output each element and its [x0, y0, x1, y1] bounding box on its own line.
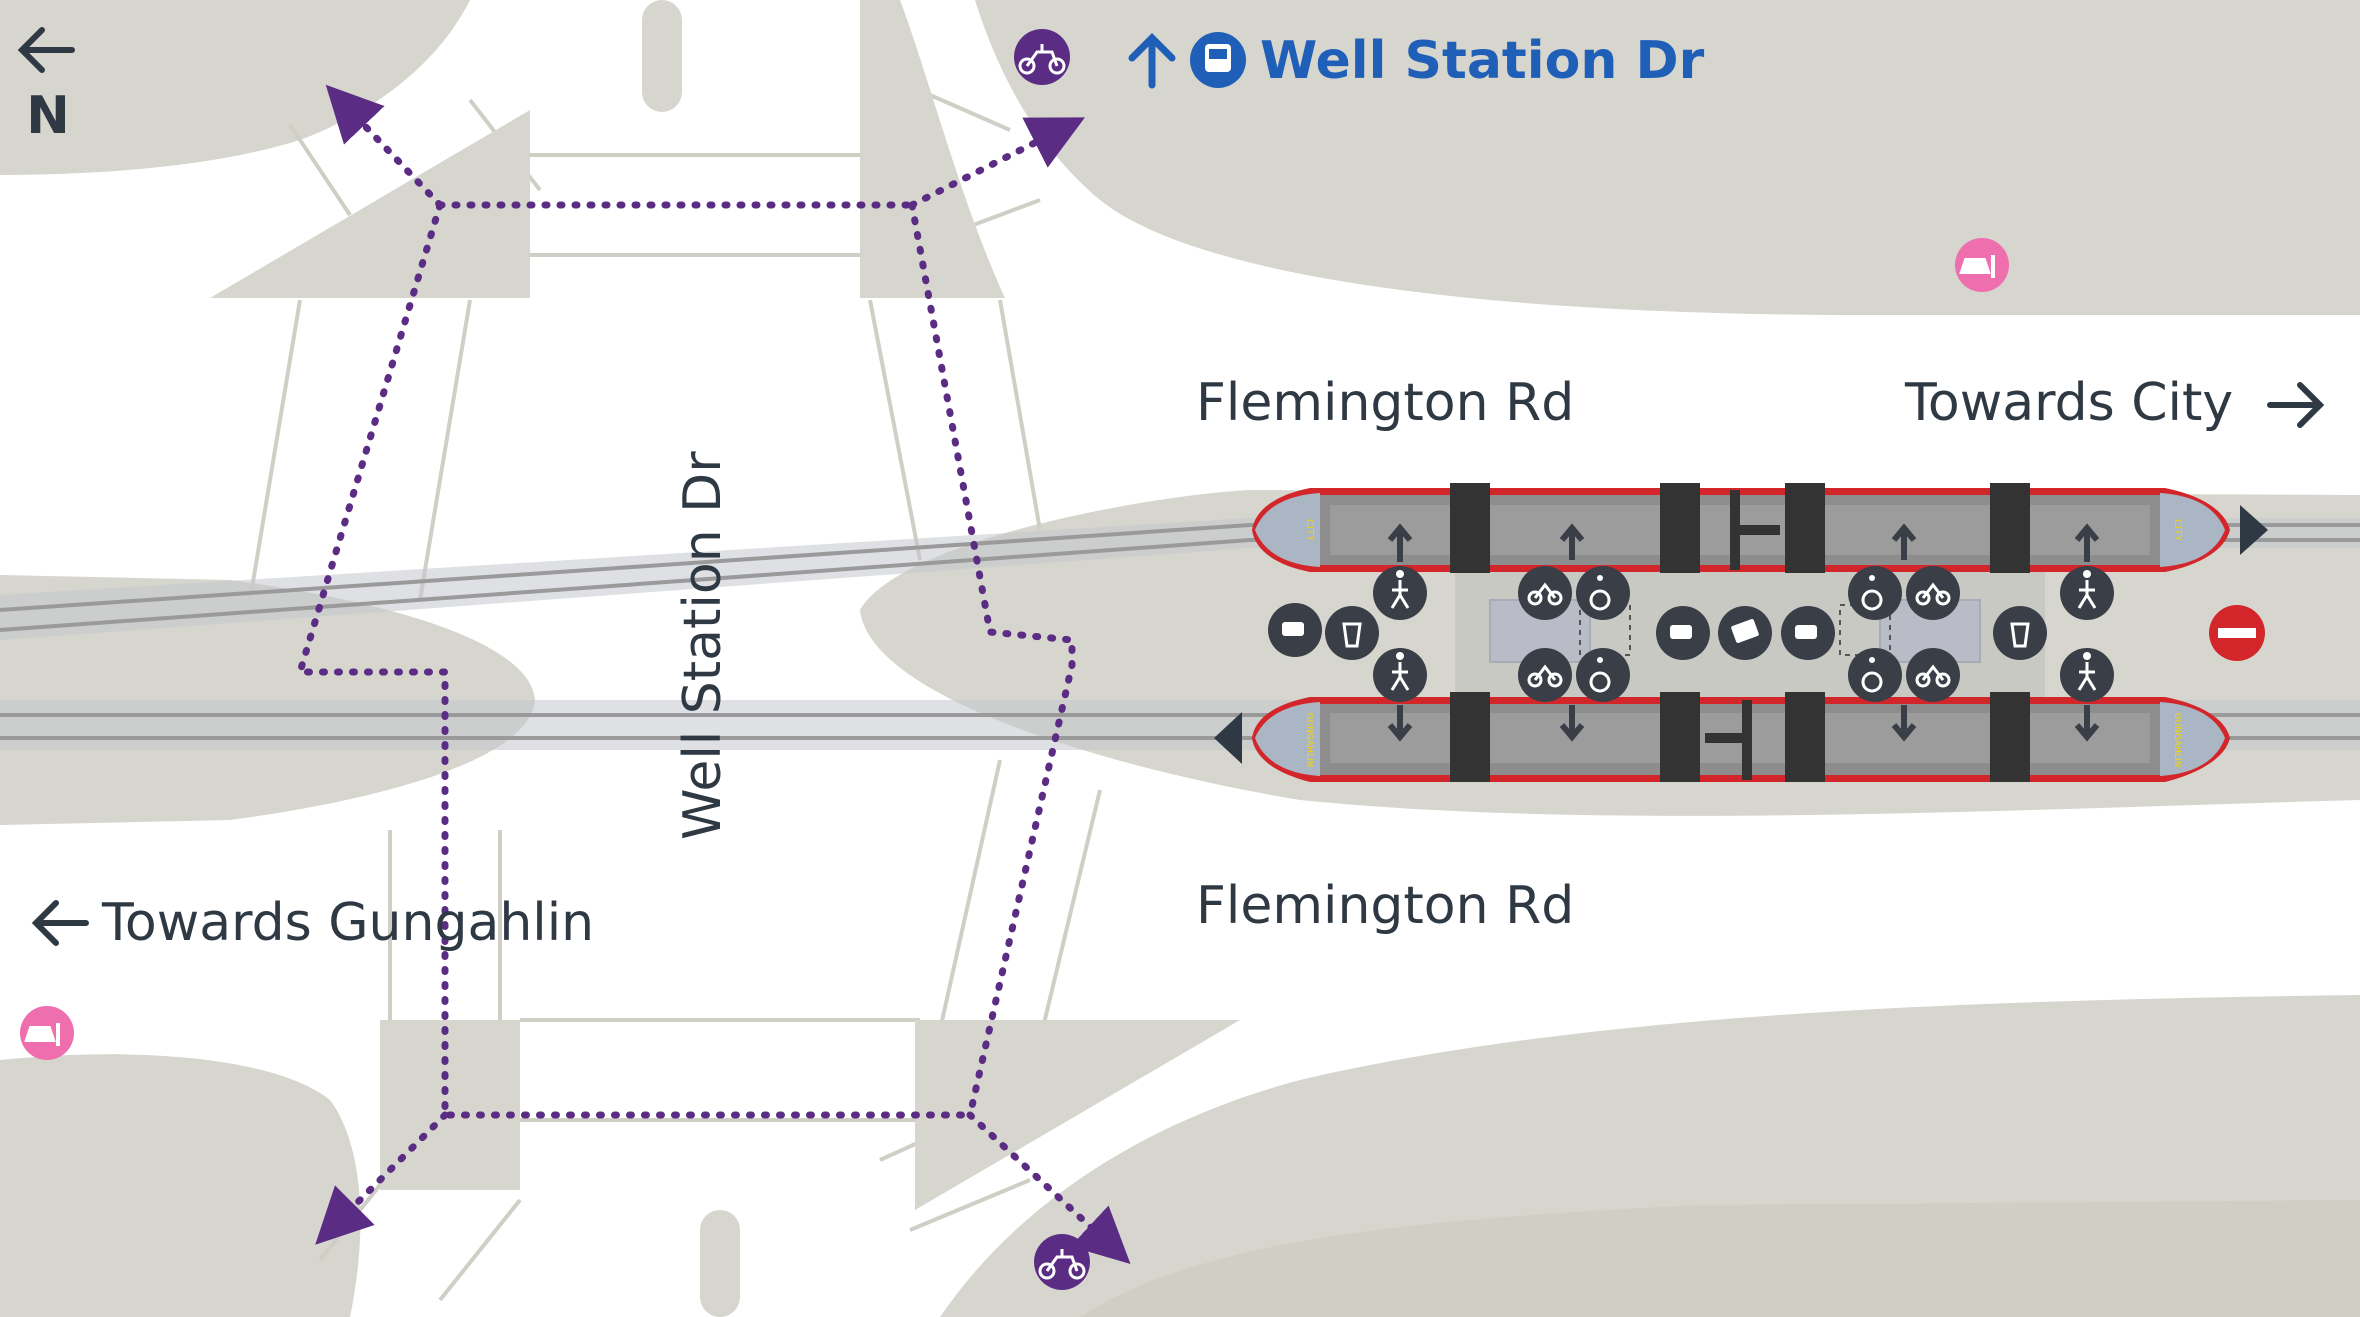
bike-parking-bottom	[1034, 1234, 1090, 1290]
walking-route	[295, 84, 1131, 1265]
north-label: N	[26, 86, 70, 146]
bicycle-icon	[1906, 566, 1960, 620]
tram-doors-south	[1450, 692, 2030, 782]
tram-dest-south-left: GUNGAHLIN	[1304, 713, 1314, 768]
bin-left	[1325, 606, 1379, 660]
road-label-flemington-south: Flemington Rd	[1196, 876, 1574, 936]
north-arrow-icon	[17, 27, 75, 73]
right-arrow-icon	[2267, 382, 2325, 428]
tram-doors-north	[1450, 483, 2030, 573]
wheelchair-south-mid	[1576, 648, 1630, 702]
ticket-center	[1718, 606, 1772, 660]
bicycle-icon	[1518, 648, 1572, 702]
tram-dest-north-right: CITY	[2172, 519, 2183, 542]
kiss-and-ride-left	[20, 1006, 74, 1060]
median-top-center	[642, 0, 682, 112]
bike-south-right	[1906, 648, 1960, 702]
bike-parking-top	[1014, 29, 1070, 85]
rubbish-bin-icon	[1993, 606, 2047, 660]
towards-city: Towards City	[1904, 373, 2325, 433]
bus-connection: Well Station Dr	[1128, 31, 1705, 91]
wheelchair-north-right	[1848, 523, 1917, 620]
direction-arrow-west	[1214, 712, 1242, 764]
kiss-and-ride-right	[1955, 238, 2009, 292]
bin-right	[1993, 606, 2047, 660]
tap-on-center-left	[1656, 606, 1710, 660]
median-bottom-center	[700, 1210, 740, 1317]
walk-south-left	[1373, 648, 1427, 742]
bike-north-mid	[1518, 566, 1572, 620]
land-bottom-right-2	[1080, 1200, 2360, 1317]
tap-on-left	[1268, 603, 1322, 657]
land-top-left	[0, 0, 470, 175]
bike-north-right	[1906, 566, 1960, 620]
towards-city-label: Towards City	[1904, 373, 2233, 433]
rubbish-bin-icon	[1325, 606, 1379, 660]
no-entry	[2209, 605, 2265, 661]
bicycle-parking-icon	[1034, 1234, 1090, 1290]
walk-north-left	[1373, 523, 1427, 620]
bicycle-parking-icon	[1014, 29, 1070, 85]
towards-gungahlin: Towards Gungahlin	[31, 893, 594, 953]
tram-dest-south-right: GUNGAHLIN	[2172, 713, 2182, 768]
land-bottom-left	[0, 1054, 361, 1317]
bicycle-icon	[1518, 566, 1572, 620]
tram-northbound: CITY CITY	[1252, 483, 2268, 573]
walk-south-right	[2060, 648, 2114, 742]
tap-on-center-right	[1781, 606, 1835, 660]
road-label-flemington-north: Flemington Rd	[1196, 373, 1574, 433]
up-arrow-icon	[1128, 33, 1176, 89]
bus-road-label: Well Station Dr	[1260, 31, 1705, 91]
land-top-right	[975, 0, 2360, 315]
north-arrow: N	[17, 27, 75, 146]
towards-gungahlin-label: Towards Gungahlin	[101, 893, 594, 953]
bicycle-icon	[1906, 648, 1960, 702]
road-label-vertical: Well Station Dr	[673, 451, 733, 840]
wheelchair-north-mid	[1559, 523, 1630, 620]
tram-southbound: GUNGAHLIN GUNGAHLIN	[1214, 692, 2230, 782]
bike-south-mid	[1518, 648, 1585, 742]
walk-north-right	[2060, 523, 2114, 620]
platform-amenities	[1268, 523, 2114, 742]
tram-dest-north-left: CITY	[1304, 519, 1315, 542]
pedestrian-refuges	[210, 0, 1240, 1210]
direction-arrow-east	[2240, 505, 2268, 555]
wheelchair-south-right	[1848, 648, 1917, 742]
left-arrow-icon	[31, 900, 89, 946]
